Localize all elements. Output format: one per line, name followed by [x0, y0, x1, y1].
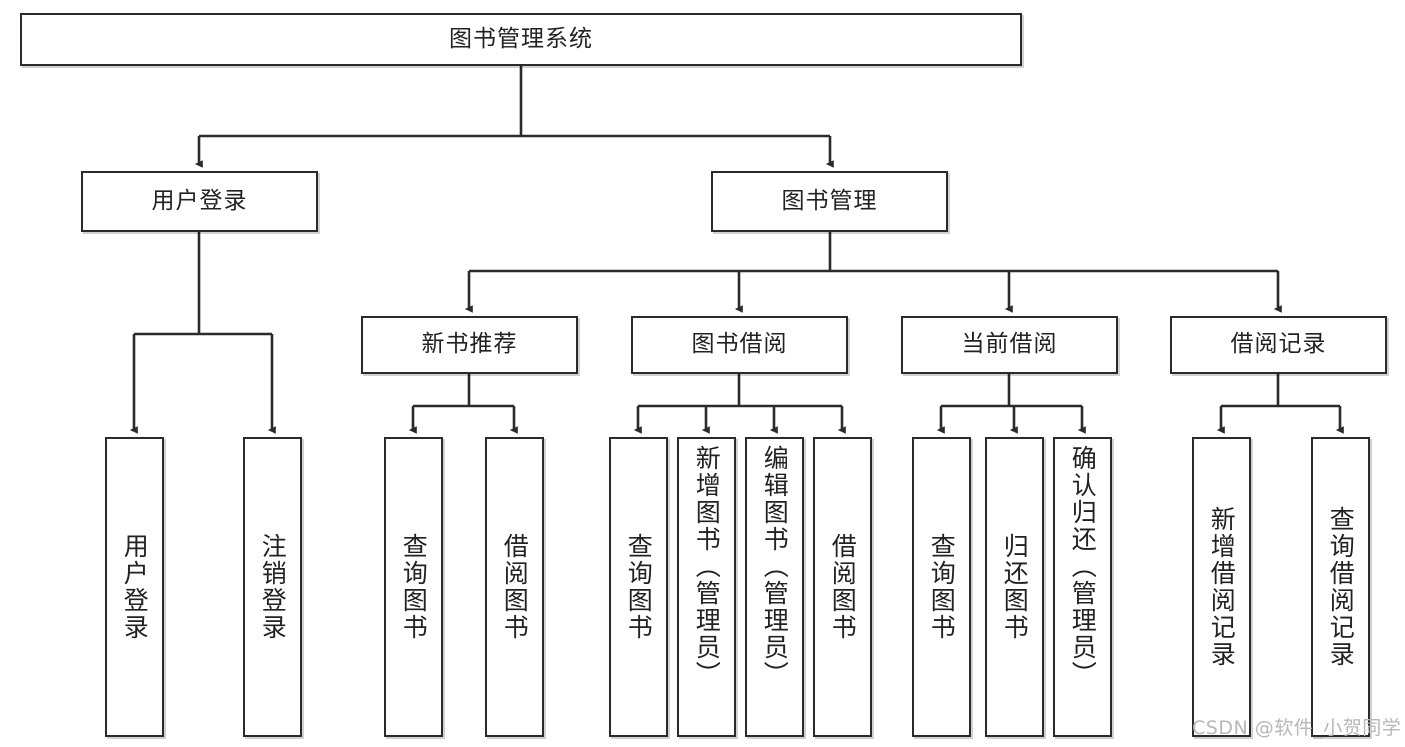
node-leaf-add-book-admin-label: 新增图书（管理员）: [692, 445, 722, 688]
node-leaf-query-borrow-record[interactable]: 查询借阅记录: [1311, 437, 1370, 737]
node-book-borrow[interactable]: 图书借阅: [631, 316, 848, 374]
node-leaf-edit-book-admin[interactable]: 编辑图书（管理员）: [745, 437, 804, 737]
node-user-login[interactable]: 用户登录: [81, 171, 318, 232]
node-borrow-record[interactable]: 借阅记录: [1170, 316, 1387, 374]
node-current-borrow-label: 当前借阅: [961, 331, 1058, 358]
node-leaf-query-borrow-record-label: 查询借阅记录: [1326, 506, 1356, 668]
node-leaf-confirm-return-admin-label: 确认归还（管理员）: [1068, 445, 1098, 688]
node-leaf-logout-label: 注销登录: [258, 533, 288, 641]
node-leaf-query-book-2-label: 查询图书: [624, 533, 654, 641]
node-leaf-borrow-book-1[interactable]: 借阅图书: [485, 437, 544, 737]
node-leaf-query-book-3-label: 查询图书: [927, 533, 957, 641]
node-leaf-add-borrow-record-label: 新增借阅记录: [1207, 506, 1237, 668]
node-leaf-borrow-book-1-label: 借阅图书: [500, 533, 530, 641]
node-new-book-rec[interactable]: 新书推荐: [361, 316, 578, 374]
node-book-manage-label: 图书管理: [781, 187, 878, 214]
node-leaf-user-login[interactable]: 用户登录: [105, 437, 164, 737]
node-leaf-return-book-label: 归还图书: [1000, 533, 1030, 641]
node-new-book-rec-label: 新书推荐: [421, 331, 518, 358]
node-leaf-query-book-2[interactable]: 查询图书: [609, 437, 668, 737]
node-leaf-query-book-3[interactable]: 查询图书: [912, 437, 971, 737]
node-borrow-record-label: 借阅记录: [1230, 331, 1327, 358]
node-leaf-query-book-1[interactable]: 查询图书: [384, 437, 443, 737]
node-leaf-add-borrow-record[interactable]: 新增借阅记录: [1192, 437, 1251, 737]
node-leaf-edit-book-admin-label: 编辑图书（管理员）: [760, 445, 790, 688]
node-leaf-query-book-1-label: 查询图书: [399, 533, 429, 641]
node-leaf-logout[interactable]: 注销登录: [243, 437, 302, 737]
watermark-text: CSDN @软件_小贺同学: [1192, 717, 1402, 739]
node-current-borrow[interactable]: 当前借阅: [901, 316, 1118, 374]
node-root[interactable]: 图书管理系统: [20, 13, 1022, 66]
node-leaf-add-book-admin[interactable]: 新增图书（管理员）: [677, 437, 736, 737]
node-leaf-borrow-book-2[interactable]: 借阅图书: [813, 437, 872, 737]
node-leaf-user-login-label: 用户登录: [120, 533, 150, 641]
node-leaf-confirm-return-admin[interactable]: 确认归还（管理员）: [1053, 437, 1112, 737]
node-user-login-label: 用户登录: [151, 187, 248, 214]
node-book-manage[interactable]: 图书管理: [711, 171, 948, 232]
node-leaf-borrow-book-2-label: 借阅图书: [828, 533, 858, 641]
node-leaf-return-book[interactable]: 归还图书: [985, 437, 1044, 737]
node-root-label: 图书管理系统: [449, 25, 593, 52]
node-book-borrow-label: 图书借阅: [691, 331, 788, 358]
